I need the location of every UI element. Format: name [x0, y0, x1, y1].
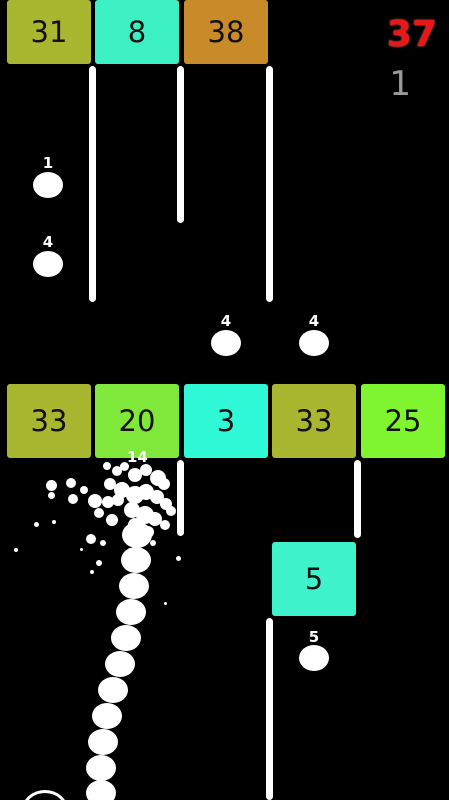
pickup-ball: [33, 172, 63, 198]
block: 8: [95, 0, 179, 64]
pickup-ball: [211, 330, 241, 356]
burst-fragment: [112, 466, 122, 476]
burst-fragment: [128, 548, 132, 552]
burst-fragment: [128, 468, 142, 482]
burst-fragment: [88, 494, 102, 508]
burst-fragment: [104, 478, 116, 490]
burst-fragment: [48, 492, 55, 499]
burst-fragment: [142, 526, 154, 538]
block-value: 8: [127, 15, 147, 49]
burst-fragment: [34, 522, 39, 527]
burst-fragment: [176, 556, 181, 561]
block-value: 33: [295, 404, 333, 438]
wall: [266, 618, 273, 800]
pickup-ball: [33, 251, 63, 277]
wall: [266, 66, 273, 302]
pickup-value: 5: [308, 628, 320, 646]
burst-fragment: [94, 508, 104, 518]
burst-fragment: [90, 570, 94, 574]
block-value: 31: [30, 15, 68, 49]
wall: [177, 66, 184, 223]
block-value: 33: [30, 404, 68, 438]
block: 5: [272, 542, 356, 616]
snake-segment: [86, 755, 116, 781]
block: 33: [7, 384, 91, 458]
snake-segment: [121, 547, 151, 573]
wall: [177, 460, 184, 536]
burst-fragment: [86, 534, 96, 544]
burst-fragment: [166, 506, 176, 516]
snake-segment: [105, 651, 135, 677]
block: 3: [184, 384, 268, 458]
burst-fragment: [46, 480, 57, 491]
burst-fragment: [52, 520, 56, 524]
burst-fragment: [80, 548, 83, 551]
block-value: 38: [207, 15, 245, 49]
burst-fragment: [158, 478, 170, 490]
block: 25: [361, 384, 445, 458]
score-counter: 37: [386, 14, 437, 55]
pickup-value: 4: [308, 312, 320, 330]
snake-segment: [98, 677, 128, 703]
block: 31: [7, 0, 91, 64]
snake-segment: [119, 573, 149, 599]
burst-fragment: [120, 462, 129, 471]
burst-fragment: [112, 494, 124, 506]
burst-fragment: [100, 540, 106, 546]
burst-fragment: [150, 540, 156, 546]
pickup-ball: [299, 645, 329, 671]
snake-segment: [92, 703, 122, 729]
burst-fragment: [160, 520, 170, 530]
snake-segment: [86, 780, 116, 800]
block-value: 25: [384, 404, 422, 438]
snake-length: 14: [127, 448, 148, 466]
snake-segment: [111, 625, 141, 651]
burst-fragment: [68, 494, 78, 504]
burst-fragment: [103, 462, 111, 470]
block-value: 20: [118, 404, 156, 438]
wall: [354, 460, 361, 538]
block-value: 5: [304, 562, 324, 596]
burst-fragment: [96, 560, 102, 566]
block: 38: [184, 0, 268, 64]
block: 20: [95, 384, 179, 458]
burst-fragment: [140, 464, 152, 476]
block: 33: [272, 384, 356, 458]
burst-fragment: [164, 602, 167, 605]
block-value: 3: [216, 404, 236, 438]
burst-fragment: [66, 478, 76, 488]
burst-fragment: [106, 514, 118, 526]
pickup-value: 4: [220, 312, 232, 330]
pickup-value: 4: [42, 233, 54, 251]
burst-fragment: [148, 512, 162, 526]
pickup-value: 1: [42, 154, 54, 172]
wall: [89, 66, 96, 302]
burst-fragment: [80, 486, 88, 494]
snake-segment: [116, 599, 146, 625]
burst-fragment: [128, 518, 142, 532]
ring-outline: [22, 790, 68, 800]
snake-segment: [88, 729, 118, 755]
burst-fragment: [14, 548, 18, 552]
level-indicator: 1: [389, 64, 411, 104]
burst-fragment: [102, 496, 114, 508]
pickup-ball: [299, 330, 329, 356]
